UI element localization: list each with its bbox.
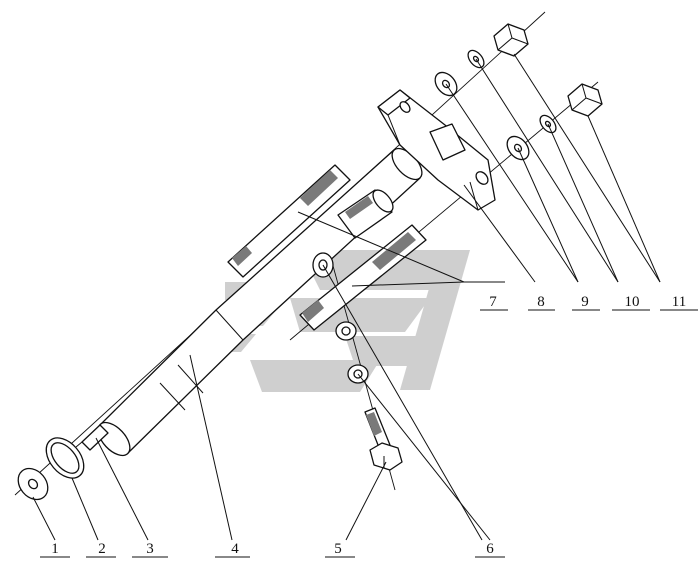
svg-text:7: 7 [489, 294, 497, 310]
callout-2: 2 [86, 541, 116, 558]
svg-text:2: 2 [98, 541, 106, 557]
svg-text:1: 1 [51, 541, 59, 557]
svg-text:9: 9 [581, 294, 589, 310]
svg-text:6: 6 [486, 541, 494, 557]
callout-11: 11 [660, 294, 698, 311]
svg-text:5: 5 [334, 541, 342, 557]
callout-3: 3 [132, 541, 168, 558]
svg-text:11: 11 [672, 294, 686, 310]
leader-lines [32, 53, 661, 541]
callout-8: 8 [528, 294, 555, 311]
callout-7: 7 [480, 294, 508, 311]
svg-text:3: 3 [146, 541, 154, 557]
callout-1: 1 [40, 541, 70, 558]
bolt-5 [364, 407, 403, 471]
stud-7a [227, 164, 351, 278]
svg-text:8: 8 [537, 294, 545, 310]
callout-10: 10 [612, 294, 650, 311]
washer-1 [17, 467, 49, 501]
injector-body-4 [75, 147, 423, 457]
callout-6: 6 [475, 541, 505, 558]
nozzle-tip-3 [75, 424, 109, 451]
svg-text:10: 10 [625, 294, 640, 310]
stud-7b [299, 224, 427, 331]
hex-nut-11a [493, 23, 529, 57]
washer-6b [335, 321, 357, 341]
sleeve-7c [337, 189, 394, 239]
hex-nut-11b [567, 83, 603, 117]
callout-9: 9 [572, 294, 600, 311]
callout-5: 5 [325, 541, 355, 558]
sealing-ring-2 [45, 437, 85, 479]
svg-text:4: 4 [231, 541, 239, 557]
flange-8 [377, 89, 496, 211]
callout-4: 4 [215, 541, 250, 558]
